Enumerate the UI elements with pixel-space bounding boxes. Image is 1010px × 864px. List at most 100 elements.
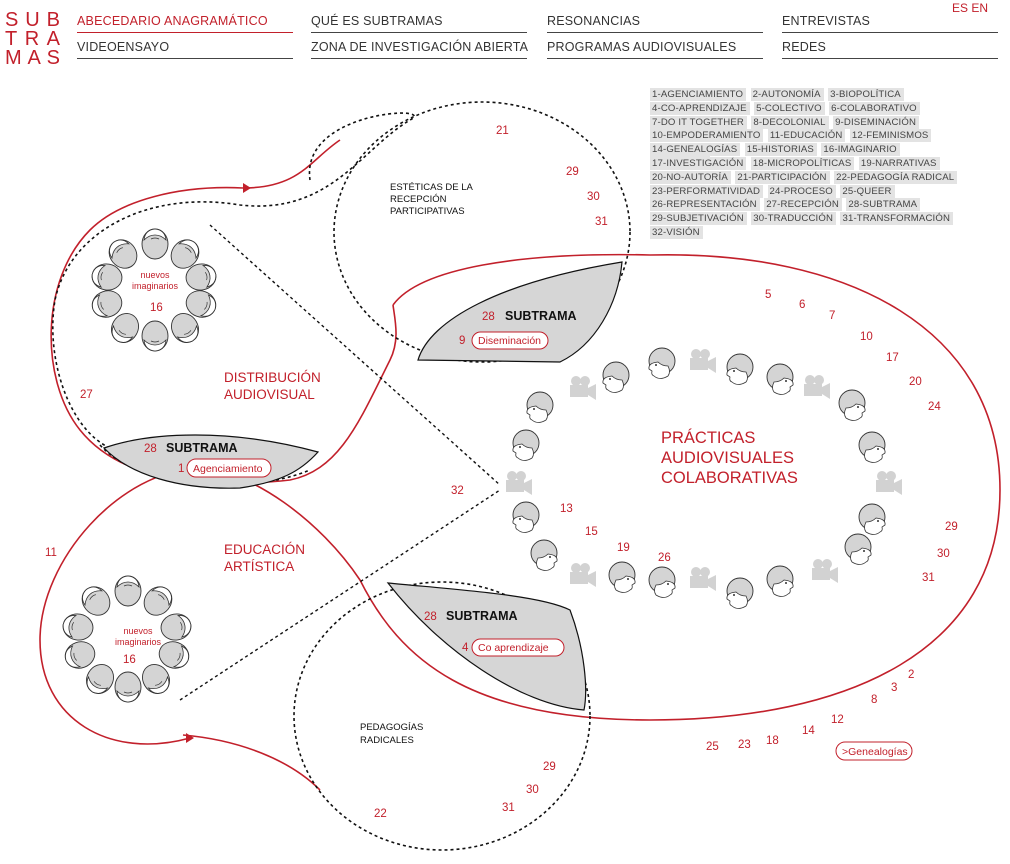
num-10[interactable]: 10 <box>860 331 873 343</box>
num-30-bottom[interactable]: 30 <box>526 784 539 796</box>
num-12[interactable]: 12 <box>831 714 844 726</box>
pill-diseminacion[interactable]: Diseminación <box>471 331 549 350</box>
concept-tag[interactable]: 2-AUTONOMÍA <box>750 88 824 101</box>
num-26[interactable]: 26 <box>658 552 671 564</box>
pill-co-aprendizaje[interactable]: Co aprendizaje <box>471 638 565 657</box>
tag-row: 26-REPRESENTACIÓN 27-RECEPCIÓN 28-SUBTRA… <box>650 196 970 212</box>
num-31-right[interactable]: 31 <box>922 572 935 584</box>
num-3[interactable]: 3 <box>891 682 897 694</box>
concept-tag[interactable]: 30-TRADUCCIÓN <box>751 212 837 226</box>
concept-tag[interactable]: 15-HISTORIAS <box>744 143 817 157</box>
num-11[interactable]: 11 <box>45 547 57 559</box>
concept-tag[interactable]: 31-TRANSFORMACIÓN <box>840 212 954 226</box>
concept-tag[interactable]: 3-BIOPOLÍTICA <box>828 88 904 101</box>
num-8[interactable]: 8 <box>871 694 877 706</box>
concept-tag[interactable]: 18-MICROPOLÍTICAS <box>750 156 855 170</box>
tag-row: 1-AGENCIAMIENTO 2-AUTONOMÍA 3-BIOPOLÍTIC… <box>650 86 970 101</box>
nav-que-es-subtramas[interactable]: QUÉ ES SUBTRAMAS <box>311 10 527 33</box>
num-22[interactable]: 22 <box>374 808 387 820</box>
num-27[interactable]: 27 <box>80 389 93 401</box>
concept-tag[interactable]: 12-FEMINISMOS <box>849 129 932 143</box>
concept-tag[interactable]: 7-DO IT TOGETHER <box>650 115 747 129</box>
concept-tag[interactable]: 5-COLECTIVO <box>754 101 825 115</box>
concept-tag[interactable]: 28-SUBTRAMA <box>846 198 921 212</box>
nav-abecedario[interactable]: ABECEDARIO ANAGRAMÁTICO <box>77 10 293 33</box>
num-25[interactable]: 25 <box>706 741 719 753</box>
nav-zona-investigacion[interactable]: ZONA DE INVESTIGACIÓN ABIERTA <box>311 36 528 59</box>
num-16-top[interactable]: 16 <box>150 302 163 314</box>
nuevos-label-bottom-2: imaginarios <box>115 637 162 647</box>
num-30-top[interactable]: 30 <box>587 191 600 203</box>
subtramas-logo[interactable]: SUB TRA MAS <box>4 8 60 64</box>
num-7[interactable]: 7 <box>829 310 835 322</box>
tag-row: 7-DO IT TOGETHER 8-DECOLONIAL 9-DISEMINA… <box>650 114 970 129</box>
num-14[interactable]: 14 <box>802 725 815 737</box>
concept-numbers: 21 29 30 31 5 6 7 10 17 20 24 29 30 31 1… <box>45 125 958 820</box>
concept-tag[interactable]: 20-NO-AUTORÍA <box>650 170 731 184</box>
num-20[interactable]: 20 <box>909 376 922 388</box>
main-title-line-3: COLABORATIVAS <box>661 469 798 487</box>
concept-tag[interactable]: 9-DISEMINACIÓN <box>833 115 920 129</box>
distribucion-dashed-loop <box>51 112 415 449</box>
esteticas-dashed-circle <box>333 101 631 363</box>
educacion-title-1: EDUCACIÓN <box>224 542 305 557</box>
num-19[interactable]: 19 <box>617 542 630 554</box>
num-23[interactable]: 23 <box>738 739 751 751</box>
genealogias-link[interactable]: >Genealogías <box>835 741 913 761</box>
pill-diseminacion-label: Diseminación <box>478 335 541 347</box>
concept-tag[interactable]: 23-PERFORMATIVIDAD <box>650 184 764 198</box>
concept-tag[interactable]: 1-AGENCIAMIENTO <box>650 88 747 101</box>
concept-tag[interactable]: 22-PEDAGOGÍA RADICAL <box>834 170 958 184</box>
language-switch[interactable]: ES EN <box>951 1 988 15</box>
concept-tag[interactable]: 14-GENEALOGÍAS <box>650 143 741 157</box>
concept-tag[interactable]: 25-QUEER <box>840 184 895 198</box>
concept-tag[interactable]: 4-CO-APRENDIZAJE <box>650 101 750 115</box>
concept-tag[interactable]: 29-SUBJETIVACIÓN <box>650 212 747 226</box>
pill-co-aprendizaje-label: Co aprendizaje <box>478 642 549 654</box>
concept-tag[interactable]: 27-RECEPCIÓN <box>764 198 842 212</box>
tag-row: 23-PERFORMATIVIDAD 24-PROCESO 25-QUEER <box>650 183 970 198</box>
num-31-bottom[interactable]: 31 <box>502 802 515 814</box>
nav-entrevistas[interactable]: ENTREVISTAS <box>782 10 998 33</box>
nuevos-label-top-2: imaginarios <box>132 281 179 291</box>
concept-tag[interactable]: 19-NARRATIVAS <box>858 156 940 170</box>
num-15[interactable]: 15 <box>585 526 598 538</box>
num-5[interactable]: 5 <box>765 289 771 301</box>
concept-tag[interactable]: 17-INVESTIGACIÓN <box>650 156 747 170</box>
concept-tag[interactable]: 26-REPRESENTACIÓN <box>650 198 760 212</box>
concept-tag[interactable]: 32-VISIÓN <box>650 225 703 239</box>
nav-resonancias[interactable]: RESONANCIAS <box>547 10 763 33</box>
num-16-bottom[interactable]: 16 <box>123 654 136 666</box>
num-2[interactable]: 2 <box>908 669 914 681</box>
concept-tag[interactable]: 16-IMAGINARIO <box>821 143 900 157</box>
pill-agenciamiento[interactable]: Agenciamiento <box>186 458 272 478</box>
num-32[interactable]: 32 <box>451 485 464 497</box>
concept-tag[interactable]: 11-EDUCACIÓN <box>767 129 846 143</box>
nav-videoensayo[interactable]: VIDEOENSAYO <box>77 36 293 59</box>
num-17[interactable]: 17 <box>886 352 899 364</box>
num-24[interactable]: 24 <box>928 401 941 413</box>
num-30-right[interactable]: 30 <box>937 548 950 560</box>
num-31-top[interactable]: 31 <box>595 216 608 228</box>
concept-tag[interactable]: 21-PARTICIPACIÓN <box>735 170 830 184</box>
num-29-right[interactable]: 29 <box>945 521 958 533</box>
num-18[interactable]: 18 <box>766 735 779 747</box>
concept-tag[interactable]: 10-EMPODERAMIENTO <box>650 129 764 143</box>
connector-upper <box>209 224 501 486</box>
concept-tag[interactable]: 6-COLABORATIVO <box>829 101 920 115</box>
nav-redes[interactable]: REDES <box>782 36 998 59</box>
concept-tag[interactable]: 24-PROCESO <box>767 184 836 198</box>
num-21[interactable]: 21 <box>496 125 509 137</box>
subtrama-bottom-label: SUBTRAMA <box>446 609 518 623</box>
nav-programas-audiovisuales[interactable]: PROGRAMAS AUDIOVISUALES <box>547 36 763 59</box>
tag-row: 20-NO-AUTORÍA 21-PARTICIPACIÓN 22-PEDAGO… <box>650 169 970 184</box>
esteticas-line-1: ESTÉTICAS DE LA <box>390 182 474 193</box>
num-29-top[interactable]: 29 <box>566 166 579 178</box>
concept-tag[interactable]: 8-DECOLONIAL <box>751 115 829 129</box>
tag-row: 4-CO-APRENDIZAJE 5-COLECTIVO 6-COLABORAT… <box>650 100 970 115</box>
num-6[interactable]: 6 <box>799 299 805 311</box>
subtrama-top-number: 28 <box>482 311 495 323</box>
num-29-bottom[interactable]: 29 <box>543 761 556 773</box>
num-13[interactable]: 13 <box>560 503 573 515</box>
concept-tag-list: 1-AGENCIAMIENTO 2-AUTONOMÍA 3-BIOPOLÍTIC… <box>650 86 970 239</box>
